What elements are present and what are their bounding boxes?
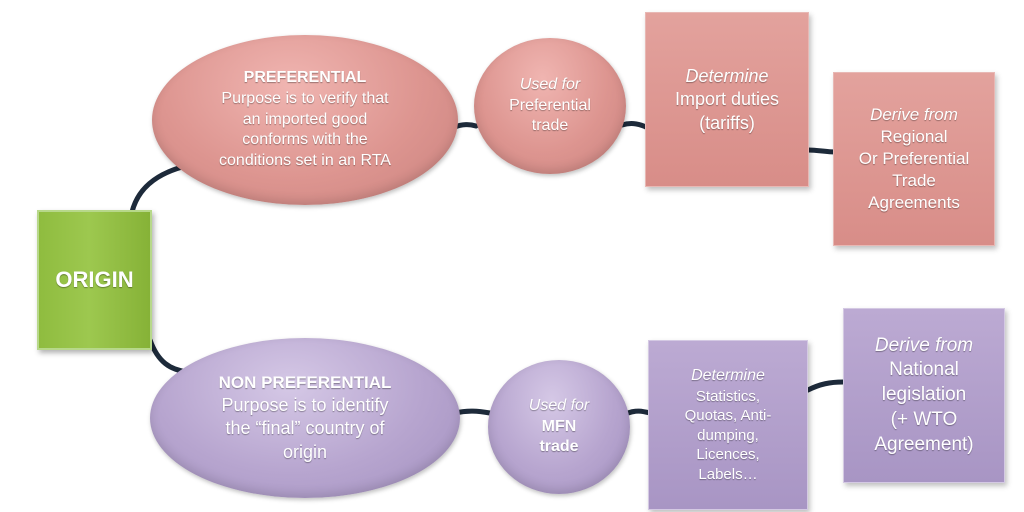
connector-pref-determine-derive bbox=[805, 147, 838, 155]
preferential-determine-box: Determine Import duties (tariffs) bbox=[645, 12, 809, 187]
non-preferential-title: NON PREFERENTIAL bbox=[218, 372, 392, 392]
non-preferential-derive-value: legislation bbox=[881, 384, 967, 406]
non-preferential-used-for-ellipse: Used for MFN trade bbox=[488, 360, 630, 494]
non-preferential-derive-value: National bbox=[889, 359, 959, 381]
preferential-derive-value: Trade bbox=[892, 171, 936, 191]
preferential-used-for-ellipse: Used for Preferential trade bbox=[474, 38, 626, 174]
origin-label: ORIGIN bbox=[55, 266, 134, 292]
preferential-purpose-line: conditions set in an RTA bbox=[219, 152, 391, 170]
non-preferential-determine-value: dumping, bbox=[697, 426, 759, 444]
non-preferential-determine-value: Licences, bbox=[696, 446, 760, 464]
non-preferential-determine-label: Determine bbox=[691, 366, 765, 384]
preferential-used-for-value: trade bbox=[531, 117, 569, 135]
non-preferential-purpose-line: origin bbox=[282, 441, 328, 462]
connector-pref-ellipse-usedfor bbox=[452, 122, 479, 130]
preferential-determine-value: (tariffs) bbox=[699, 112, 755, 133]
preferential-purpose-line: an imported good bbox=[242, 110, 368, 128]
preferential-derive-value: Or Preferential bbox=[858, 148, 970, 168]
non-preferential-used-for-label: Used for bbox=[528, 396, 590, 414]
preferential-used-for-value: Preferential bbox=[509, 96, 591, 114]
non-preferential-derive-label: Derive from bbox=[874, 334, 974, 356]
non-preferential-determine-value: Labels… bbox=[698, 465, 758, 483]
preferential-used-for-label: Used for bbox=[519, 75, 581, 93]
non-preferential-derive-value: (+ WTO bbox=[890, 408, 958, 430]
preferential-derive-label: Derive from bbox=[870, 104, 958, 124]
preferential-determine-label: Determine bbox=[685, 66, 769, 86]
connector-origin-non-preferential bbox=[147, 337, 191, 375]
non-preferential-determine-value: Statistics, bbox=[695, 387, 761, 405]
preferential-determine-value: Import duties bbox=[674, 89, 780, 110]
preferential-derive-box: Derive from Regional Or Preferential Tra… bbox=[833, 72, 995, 246]
non-preferential-purpose-line: the “final” country of bbox=[225, 418, 385, 439]
connector-nonpref-ellipse-usedfor bbox=[452, 408, 493, 416]
non-preferential-determine-box: Determine Statistics, Quotas, Anti- dump… bbox=[648, 340, 808, 510]
non-preferential-used-for-value: trade bbox=[539, 438, 579, 456]
non-preferential-determine-value: Quotas, Anti- bbox=[684, 407, 772, 425]
connector-nonpref-usedfor-determine bbox=[625, 408, 653, 416]
preferential-derive-value: Regional bbox=[880, 126, 948, 146]
non-preferential-ellipse: NON PREFERENTIAL Purpose is to identify … bbox=[150, 338, 460, 498]
preferential-purpose-line: conforms with the bbox=[242, 131, 368, 149]
non-preferential-derive-box: Derive from National legislation (+ WTO … bbox=[843, 308, 1005, 483]
preferential-derive-value: Agreements bbox=[868, 193, 960, 213]
connector-nonpref-determine-derive bbox=[805, 379, 846, 393]
preferential-purpose-line: Purpose is to verify that bbox=[221, 89, 389, 107]
non-preferential-used-for-value: MFN bbox=[541, 417, 577, 435]
preferential-ellipse: PREFERENTIAL Purpose is to verify that a… bbox=[152, 35, 458, 205]
preferential-title: PREFERENTIAL bbox=[243, 69, 367, 86]
origin-box: ORIGIN bbox=[37, 210, 152, 350]
non-preferential-derive-value: Agreement) bbox=[874, 433, 974, 455]
non-preferential-purpose-line: Purpose is to identify bbox=[221, 394, 389, 415]
